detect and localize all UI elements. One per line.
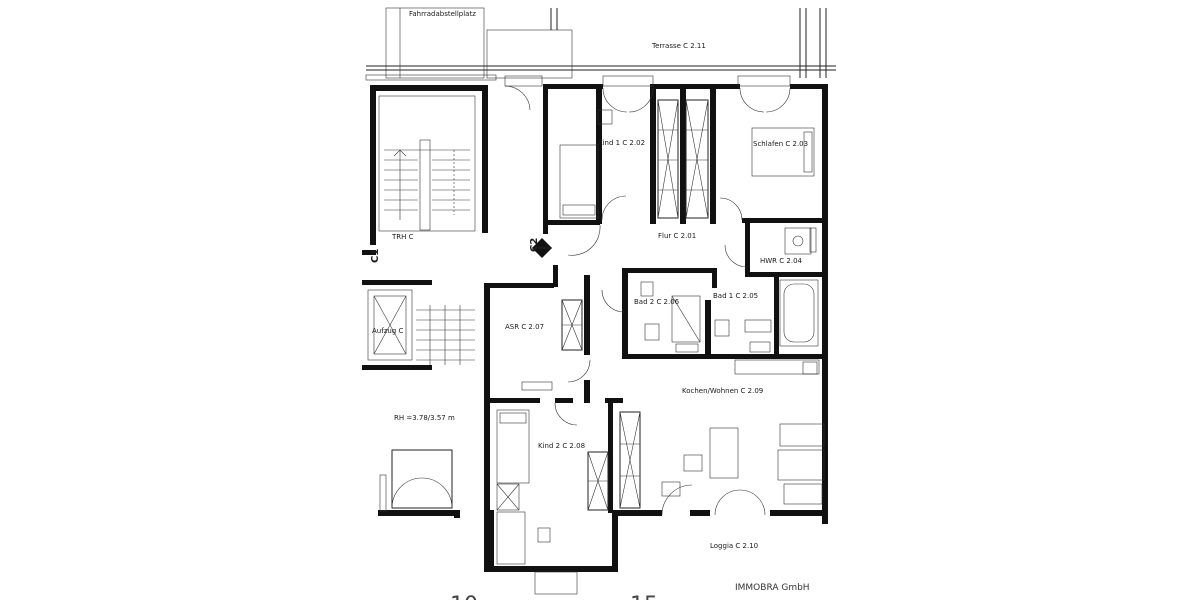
lift-area [367, 289, 475, 365]
terrace-area [365, 7, 836, 81]
room-label-loggia: Loggia C 2.10 [710, 542, 758, 550]
room-label-asr: ASR C 2.07 [505, 323, 544, 331]
furniture [496, 109, 825, 565]
watermark: IMMOBRA GmbH [735, 583, 810, 593]
room-label-schlafen: Schlafen C 2.03 [753, 140, 808, 148]
entrance-label: C2 [529, 238, 540, 252]
interior-walls [490, 84, 828, 513]
axis-label-c1: C1 [370, 249, 381, 263]
room-label-kind1: Kind 1 C 2.02 [598, 139, 645, 147]
axis-number-10: 10 [450, 593, 478, 600]
entrance-marker [532, 238, 552, 258]
room-label-trh: TRH C [391, 233, 414, 241]
wardrobes [561, 99, 709, 511]
room-label-kochen: Kochen/Wohnen C 2.09 [682, 387, 763, 395]
room-label-terrasse: Terrasse C 2.11 [651, 42, 706, 50]
room-label-flur: Flur C 2.01 [658, 232, 696, 240]
room-label-hwr: HWR C 2.04 [760, 257, 803, 265]
axis-number-15: 15 [630, 593, 658, 600]
room-label-aufzug: Aufzug C [372, 327, 403, 335]
room-label-fahrrad: Fahrradabstellplatz [409, 10, 476, 18]
room-height-label: RH =3.78/3.57 m [394, 414, 455, 422]
entrance-box [379, 449, 453, 512]
doors-windows [504, 75, 791, 595]
room-label-bad2: Bad 2 C 2.06 [634, 298, 680, 306]
exterior-walls [362, 84, 828, 572]
stairwell [378, 95, 476, 232]
room-label-bad1: Bad 1 C 2.05 [713, 292, 758, 300]
room-label-kind2: Kind 2 C 2.08 [538, 442, 585, 450]
